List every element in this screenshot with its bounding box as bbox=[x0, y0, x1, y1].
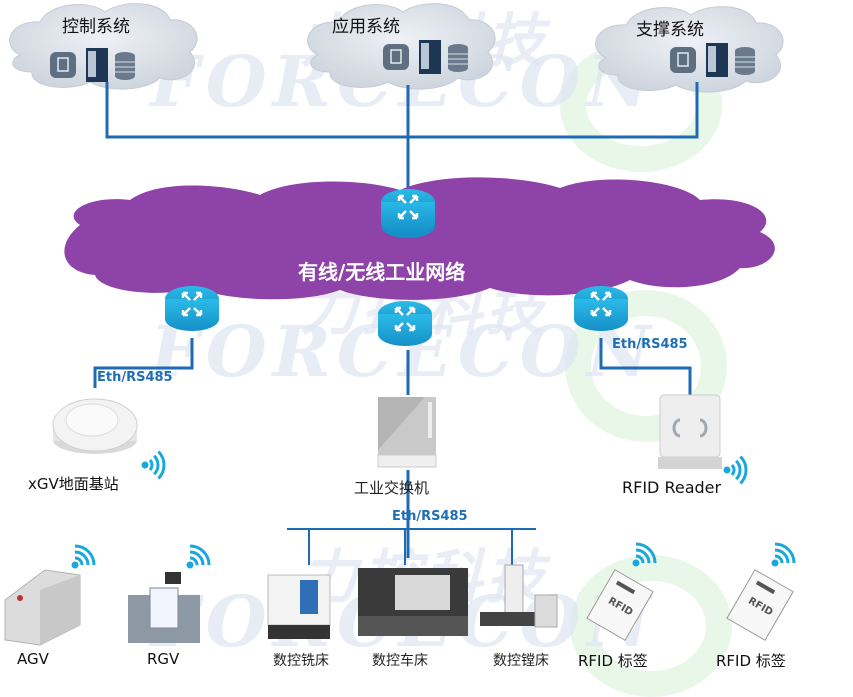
link-label-left: Eth/RS485 bbox=[97, 370, 173, 385]
device-label-industrial-switch: 工业交换机 bbox=[354, 479, 430, 497]
cnc-boring-image bbox=[480, 564, 558, 628]
wifi-icon bbox=[141, 450, 166, 480]
router-icon bbox=[165, 286, 219, 331]
router-icon bbox=[381, 189, 435, 238]
system-label-support: 支撑系统 bbox=[636, 20, 704, 40]
wifi-icon bbox=[771, 542, 796, 567]
device-label-cnc-mill: 数控铣床 bbox=[273, 653, 329, 669]
rfid-tag-image: RFID bbox=[726, 569, 794, 641]
cnc-mill-image bbox=[267, 574, 331, 639]
access-links bbox=[93, 338, 692, 565]
industrial-network-cloud bbox=[64, 177, 775, 300]
link-label-bottom: Eth/RS485 bbox=[392, 509, 468, 524]
router-icon bbox=[574, 286, 628, 331]
device-label-rfid-tag-2: RFID 标签 bbox=[716, 652, 786, 670]
backbone-links bbox=[105, 82, 699, 195]
link-label-right: Eth/RS485 bbox=[612, 337, 688, 352]
rfid-tag-image: RFID bbox=[586, 569, 654, 641]
industrial-switch-icon bbox=[377, 397, 437, 468]
server-group-icon bbox=[50, 48, 135, 82]
device-label-rfid-reader: RFID Reader bbox=[622, 478, 722, 497]
server-group-icon bbox=[670, 43, 755, 77]
device-label-agv: AGV bbox=[17, 650, 49, 668]
system-label-application: 应用系统 bbox=[332, 17, 400, 37]
server-group-icon bbox=[383, 40, 468, 74]
rfid-reader-icon bbox=[658, 394, 722, 469]
diagram-canvas: RFID RFID bbox=[4, 3, 796, 646]
device-label-rgv: RGV bbox=[147, 650, 180, 668]
device-label-xgv-base: xGV地面基站 bbox=[28, 475, 119, 493]
cnc-lathe-image bbox=[358, 568, 468, 636]
device-label-rfid-tag-1: RFID 标签 bbox=[578, 652, 648, 670]
network-label: 有线/无线工业网络 bbox=[298, 260, 466, 284]
device-label-cnc-lathe: 数控车床 bbox=[372, 653, 428, 669]
system-label-control: 控制系统 bbox=[62, 17, 130, 37]
agv-image bbox=[4, 569, 81, 646]
wifi-icon bbox=[723, 455, 748, 485]
wifi-icon bbox=[186, 544, 211, 569]
device-label-cnc-boring: 数控镗床 bbox=[493, 653, 549, 669]
base-station-icon bbox=[52, 398, 138, 454]
rgv-image bbox=[128, 572, 200, 643]
wifi-icon bbox=[632, 542, 657, 567]
wifi-icons bbox=[71, 450, 796, 569]
wifi-icon bbox=[71, 544, 96, 569]
router-icon bbox=[378, 301, 432, 346]
